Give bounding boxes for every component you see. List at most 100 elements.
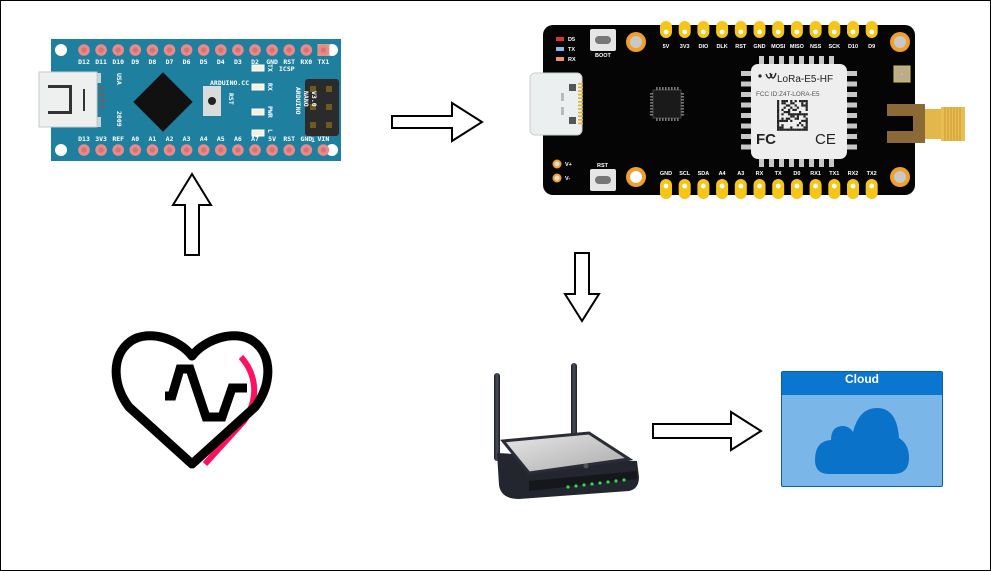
- wifi-router[interactable]: [489, 361, 641, 503]
- mount-hole: [55, 144, 67, 156]
- lora-pin-label: TX: [775, 171, 782, 177]
- mcu-chip: [652, 89, 682, 119]
- arduino-pin-label: A2: [166, 135, 174, 143]
- lora-pin-label: A4: [719, 171, 727, 177]
- heart-rate-sensor[interactable]: [109, 319, 275, 471]
- arduino-brand: ARDUINO.CC: [210, 79, 249, 87]
- led-rx-label: RX: [568, 57, 576, 63]
- lora-pin-label: 3V3: [680, 44, 690, 50]
- arduino-pin-label: TX1: [318, 58, 330, 66]
- arduino-bottom-pin: REF: [112, 135, 124, 156]
- lora-top-pin: 3V3: [678, 21, 691, 50]
- arduino-bottom-pin: D13: [78, 135, 90, 156]
- icsp-header: [305, 79, 339, 136]
- arduino-pin-label: RST: [283, 135, 295, 143]
- lora-pin-label: DIO: [699, 44, 710, 50]
- arduino-pin-label: GND: [266, 58, 278, 66]
- heart-outline-icon: [111, 331, 273, 469]
- lora-pin-label: RST: [735, 44, 747, 50]
- lora-pin-label: SDA: [698, 171, 710, 177]
- cloud-node[interactable]: Cloud: [781, 371, 943, 487]
- lora-pin-label: TX2: [867, 171, 877, 177]
- lora-bottom-pin: SCL: [678, 171, 691, 199]
- arduino-bottom-pin: A5: [215, 135, 227, 156]
- rst-label: RST: [227, 93, 235, 105]
- arduino-pin-label: D2: [251, 58, 259, 66]
- lora-pin-label: D0: [793, 171, 800, 177]
- rst-label: RST: [597, 163, 609, 169]
- arduino-pin-label: D9: [131, 58, 139, 66]
- arduino-bottom-pin: A4: [197, 135, 210, 156]
- led-label: PWR: [266, 106, 274, 118]
- arduino-bottom-pin: 3V3: [95, 135, 107, 156]
- lora-bottom-pin: GND: [660, 171, 672, 199]
- arduino-bottom-pin: A0: [129, 135, 142, 156]
- arduino-bottom-pin: A2: [163, 135, 176, 156]
- arduino-top-pin: D9: [129, 44, 142, 66]
- lora-bottom-pin: A3: [734, 171, 747, 199]
- arduino-bottom-pin: A1: [146, 135, 159, 156]
- lora-pin-label: MISO: [790, 44, 805, 50]
- arduino-pin-label: RST: [283, 58, 295, 66]
- led-tx-label: TX: [568, 47, 575, 53]
- arduino-pin-label: D5: [200, 58, 208, 66]
- pulse-line-icon: [165, 364, 247, 422]
- usb-c-connector: [529, 72, 583, 136]
- arduino-bottom-pin: A6: [232, 135, 244, 156]
- lora-top-pin: RST: [734, 21, 747, 50]
- arduino-top-pin: RX0: [300, 44, 312, 66]
- lora-pin-label: A3: [737, 171, 744, 177]
- arrow-right-icon: [391, 101, 484, 143]
- arrow-lora-to-router: [563, 251, 601, 323]
- lora-top-pin: NSS: [809, 21, 822, 50]
- arduino-bottom-pin: VIN: [318, 135, 329, 156]
- arrow-right-icon: [652, 410, 763, 452]
- arduino-bottom-pin: A7: [249, 135, 261, 156]
- lora-top-pin: 5V: [660, 21, 672, 50]
- arduino-top-pin: D5: [197, 44, 210, 66]
- arduino-pin-label: A1: [148, 135, 156, 143]
- led-d5-label: D5: [568, 37, 575, 43]
- arduino-pin-label: GND: [300, 135, 312, 143]
- lora-bottom-pin: D0: [790, 171, 803, 199]
- arduino-pin-label: 3V3: [95, 135, 107, 143]
- lora-pin-label: GND: [753, 44, 765, 50]
- arduino-bottom-pin: RST: [283, 135, 295, 156]
- arrow-heart-to-arduino: [171, 171, 213, 257]
- lora-pin-label: DLK: [716, 44, 727, 50]
- arduino-top-pin: D8: [146, 44, 159, 66]
- arduino-pin-label: A3: [183, 135, 191, 143]
- antenna-left: [494, 373, 500, 461]
- lora-top-pin: GND: [753, 21, 766, 50]
- led-label: L: [266, 129, 274, 133]
- arduino-pin-label: D3: [234, 58, 242, 66]
- module-fcc-id: FCC ID:Z4T-LORA-E5: [756, 91, 820, 98]
- arduino-pin-label: D13: [78, 135, 90, 143]
- status-lights: [566, 478, 626, 489]
- lora-pin-label: 5V: [663, 44, 670, 50]
- led-label: RX: [266, 83, 274, 91]
- arduino-top-pin: D11: [95, 44, 107, 66]
- cloud-title: Cloud: [782, 372, 942, 395]
- usb-mini-connector: [38, 71, 98, 128]
- arduino-pin-label: REF: [112, 135, 124, 143]
- mount-hole: [326, 144, 338, 156]
- lora-bottom-pin: RX: [753, 171, 766, 199]
- lora-pin-label: GND: [660, 171, 672, 177]
- arduino-model-line2: NANO: [302, 91, 310, 107]
- lora-pin-label: SCK: [828, 44, 840, 50]
- arduino-top-pin: D4: [215, 44, 227, 66]
- mount-hole: [55, 44, 67, 56]
- lora-top-pin: D10: [847, 21, 859, 50]
- arduino-pin-label: A0: [131, 135, 139, 143]
- arduino-pin-label: A6: [234, 135, 242, 143]
- arduino-model-line1: ARDUINO: [294, 87, 302, 114]
- lora-pin-label: MOSI: [771, 44, 786, 50]
- arduino-pin-label: RX0: [300, 58, 312, 66]
- arduino-bottom-pin: 5V: [266, 135, 278, 156]
- arduino-pin-label: D11: [95, 58, 107, 66]
- year-label: 2009: [115, 111, 123, 127]
- fcc-mark: FC: [756, 131, 776, 148]
